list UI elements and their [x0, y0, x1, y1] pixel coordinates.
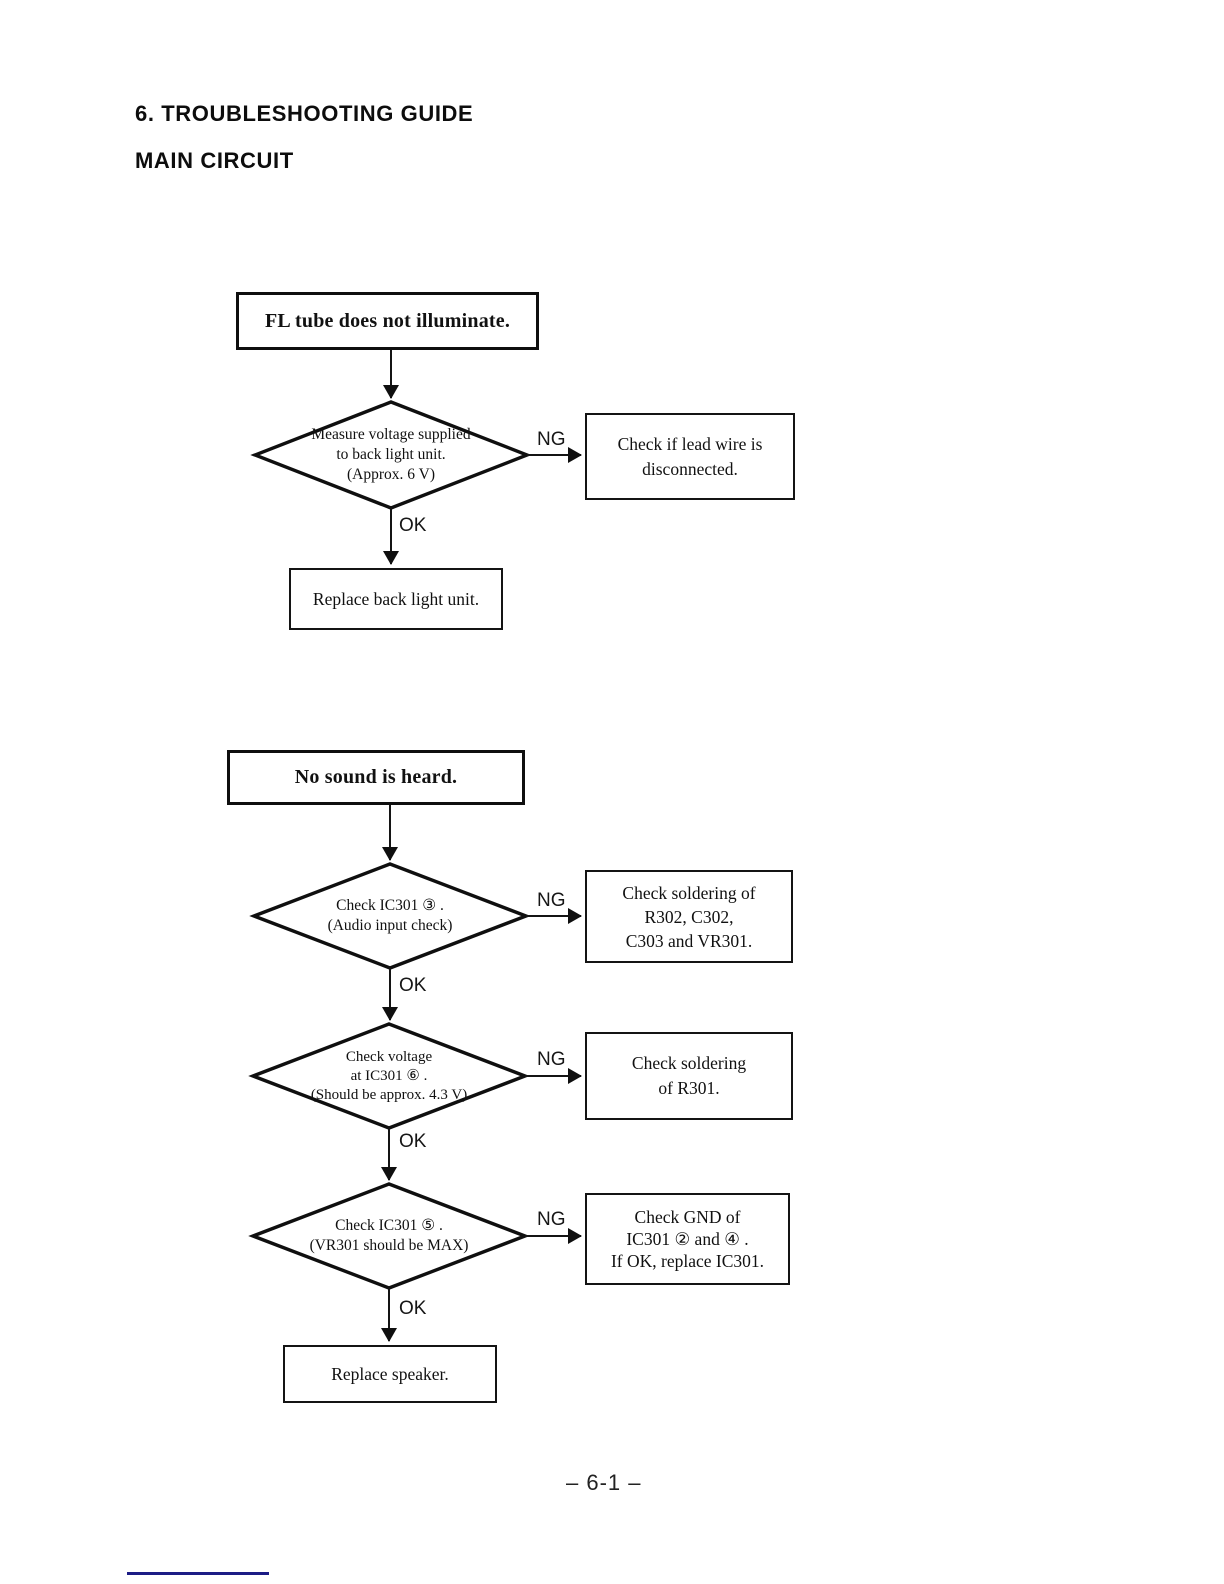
decision-diamond-audio-input: [249, 862, 531, 970]
decision-diamond-vr301-max: [248, 1182, 530, 1290]
decision-line: (VR301 should be MAX): [309, 1237, 469, 1254]
result-box-check-gnd: Check GND of IC301 ② and ④ . If OK, repl…: [585, 1193, 790, 1285]
result-box-soldering-r302: Check soldering of R302, C302, C303 and …: [585, 870, 793, 963]
result-box-check-lead-wire: Check if lead wire is disconnected.: [585, 413, 795, 500]
result-box-soldering-r301: Check soldering of R301.: [585, 1032, 793, 1120]
edge-label-ng: NG: [537, 890, 566, 911]
decision-line: Check IC301 ③ .: [336, 897, 444, 914]
decision-text-vr301-max: Check IC301 ⑤ . (VR301 should be MAX): [264, 1211, 514, 1261]
result-line: Check GND of: [634, 1207, 741, 1227]
result-line: Check soldering of: [622, 882, 756, 903]
decision-text-ic301-voltage: Check voltage at IC301 ⑥ . (Should be ap…: [259, 1042, 519, 1110]
decision-diamond-backlight-voltage: [250, 400, 532, 510]
edge-label-ok: OK: [399, 975, 427, 996]
edge-label-ng: NG: [537, 1209, 566, 1230]
start-box-no-sound-label: No sound is heard.: [294, 766, 458, 788]
start-box-fl-tube-label: FL tube does not illuminate.: [264, 309, 511, 332]
edge-label-ok: OK: [399, 1298, 427, 1319]
decision-line: to back light unit.: [336, 446, 446, 463]
result-box-replace-speaker: Replace speaker.: [283, 1345, 497, 1403]
result-line: Check soldering: [631, 1053, 747, 1073]
result-line: R302, C302,: [644, 906, 734, 927]
decision-text-backlight-voltage: Measure voltage supplied to back light u…: [261, 418, 521, 492]
decision-line: Measure voltage supplied: [311, 426, 471, 443]
footer-rule: [127, 1572, 269, 1575]
decision-diamond-ic301-voltage: [248, 1022, 530, 1130]
result-box-replace-backlight: Replace back light unit.: [289, 568, 503, 630]
edge-label-ng: NG: [537, 429, 566, 450]
decision-line: Check voltage: [345, 1048, 433, 1065]
decision-line: (Should be approx. 4.3 V): [310, 1086, 468, 1103]
section-title: 6. TROUBLESHOOTING GUIDE: [135, 101, 474, 126]
decision-line: at IC301 ⑥ .: [350, 1067, 428, 1084]
start-box-fl-tube: FL tube does not illuminate.: [236, 292, 539, 350]
result-line: Replace back light unit.: [312, 588, 480, 609]
page-number: – 6-1 –: [566, 1470, 642, 1495]
decision-text-audio-input: Check IC301 ③ . (Audio input check): [270, 891, 510, 941]
start-box-no-sound: No sound is heard.: [227, 750, 525, 805]
edge-label-ng: NG: [537, 1049, 566, 1070]
section-subtitle: MAIN CIRCUIT: [135, 148, 294, 173]
decision-line: Check IC301 ⑤ .: [335, 1217, 443, 1234]
result-line: If OK, replace IC301.: [610, 1251, 765, 1271]
result-line: disconnected.: [642, 458, 738, 479]
result-line: C303 and VR301.: [625, 930, 753, 951]
decision-line: (Approx. 6 V): [347, 466, 435, 483]
result-line: IC301 ② and ④ .: [626, 1229, 749, 1249]
edge-label-ok: OK: [399, 1131, 427, 1152]
result-line: Replace speaker.: [331, 1363, 449, 1384]
result-line: Check if lead wire is: [617, 433, 763, 454]
result-line: of R301.: [658, 1078, 720, 1098]
edge-label-ok: OK: [399, 515, 427, 536]
decision-line: (Audio input check): [327, 917, 453, 934]
